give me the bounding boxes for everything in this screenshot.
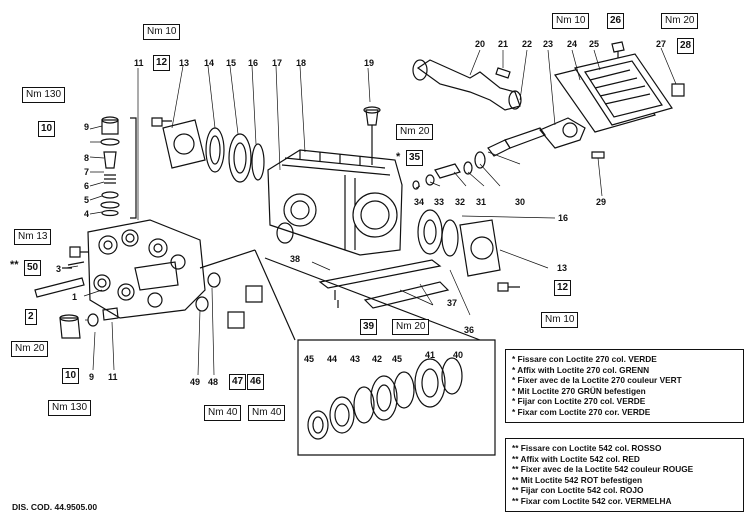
part-number: 27	[656, 39, 666, 49]
part-number: 45	[392, 354, 402, 364]
torque-label: Nm 13	[14, 229, 52, 245]
ref-box: 26	[607, 13, 625, 29]
loctite-542-mark: **	[10, 259, 19, 271]
legend-line: ** Fissare con Loctite 542 col. ROSSO	[512, 443, 662, 453]
torque-label: Nm 10	[143, 24, 181, 40]
legend-line: ** Fixar com Loctite 542 cor. VERMELHA	[512, 495, 672, 506]
part-number: 13	[557, 263, 567, 273]
ref-box: 10	[62, 368, 80, 384]
torque-label: Nm 10	[541, 312, 579, 328]
legend-loctite-270: * Fissare con Loctite 270 col. VERDE * A…	[505, 349, 744, 423]
torque-label: Nm 40	[248, 405, 286, 421]
torque-label: Nm 130	[48, 400, 92, 416]
torque-label: Nm 40	[204, 405, 242, 421]
part-number: 25	[589, 39, 599, 49]
crankshaft-drawing	[416, 59, 521, 111]
legend-line: ** Affix with Loctite 542 col. RED	[512, 453, 640, 464]
torque-label: Nm 130	[22, 87, 66, 103]
legend-line: ** Mit Loctite 542 ROT befestigen	[512, 474, 643, 485]
part-number: 15	[226, 58, 236, 68]
torque-label: Nm 20	[392, 319, 430, 335]
part-number: 11	[108, 372, 118, 382]
torque-label: Nm 20	[11, 341, 49, 357]
legend-loctite-542: ** Fissare con Loctite 542 col. ROSSO **…	[505, 438, 744, 512]
part-number: 22	[522, 39, 532, 49]
part-number: 21	[498, 39, 508, 49]
legend-line: * Fissare con Loctite 270 col. VERDE	[512, 354, 657, 364]
ref-box: 12	[153, 55, 171, 71]
part-number: 42	[372, 354, 382, 364]
piston-seal-set-detail	[307, 357, 463, 440]
part-number: 33	[434, 197, 444, 207]
part-number: 3	[56, 264, 61, 274]
part-number: 1	[72, 292, 77, 302]
ref-box: 12	[554, 280, 572, 296]
part-number: 13	[179, 58, 189, 68]
manifold-drawing	[87, 219, 206, 319]
part-number: 16	[248, 58, 258, 68]
part-number: 34	[414, 197, 424, 207]
part-number: 8	[84, 153, 89, 163]
part-number: 9	[84, 122, 89, 132]
part-number: 48	[208, 377, 218, 387]
part-number: 14	[204, 58, 214, 68]
part-number: 6	[84, 181, 89, 191]
part-number: 18	[296, 58, 306, 68]
part-number: 16	[558, 213, 568, 223]
part-number: 49	[190, 377, 200, 387]
torque-label: Nm 20	[661, 13, 699, 29]
part-number: 44	[327, 354, 337, 364]
part-number: 24	[567, 39, 577, 49]
rear-cover-drawing	[162, 119, 206, 169]
part-number: 20	[475, 39, 485, 49]
part-number: 23	[543, 39, 553, 49]
part-number: 36	[464, 325, 474, 335]
ref-box: 10	[38, 121, 56, 137]
ref-box: 35	[406, 150, 424, 166]
part-number: 4	[84, 209, 89, 219]
torque-label: Nm 20	[396, 124, 434, 140]
legend-line: * Fijar con Loctite 270 col. VERDE	[512, 396, 646, 407]
part-number: 7	[84, 167, 89, 177]
legend-line: * Fixer avec de la Loctite 270 couleur V…	[512, 375, 682, 386]
legend-line: * Fixar com Loctite 270 cor. VERDE	[512, 406, 651, 417]
part-number: 29	[596, 197, 606, 207]
part-number: 11	[134, 58, 144, 68]
part-number: 17	[272, 58, 282, 68]
part-number: 37	[447, 298, 457, 308]
part-number: 19	[364, 58, 374, 68]
legend-line: * Mit Loctite 270 GRÜN befestigen	[512, 385, 646, 396]
drawing-code: DIS. COD. 44.9505.00	[12, 502, 98, 512]
part-number: 43	[350, 354, 360, 364]
ref-box: 28	[677, 38, 695, 54]
part-number: 32	[455, 197, 465, 207]
part-number: 30	[515, 197, 525, 207]
part-number: 45	[304, 354, 314, 364]
ref-box: 39	[360, 319, 378, 335]
ref-box: 50	[24, 260, 42, 276]
part-number: 5	[84, 195, 89, 205]
part-number: 9	[89, 372, 94, 382]
legend-line: ** Fixer avec de la Loctite 542 couleur …	[512, 464, 694, 475]
loctite-270-mark: *	[396, 151, 401, 163]
torque-label: Nm 10	[552, 13, 590, 29]
part-number: 40	[453, 350, 463, 360]
legend-line: * Affix with Loctite 270 col. GRENN	[512, 364, 650, 375]
legend-line: ** Fijar con Loctite 542 col. ROJO	[512, 485, 644, 496]
ref-box: 47	[229, 374, 247, 390]
part-number: 41	[425, 350, 435, 360]
part-number: 31	[476, 197, 486, 207]
ref-box: 46	[247, 374, 265, 390]
part-number: 38	[290, 254, 300, 264]
ref-box: 2	[25, 309, 37, 325]
